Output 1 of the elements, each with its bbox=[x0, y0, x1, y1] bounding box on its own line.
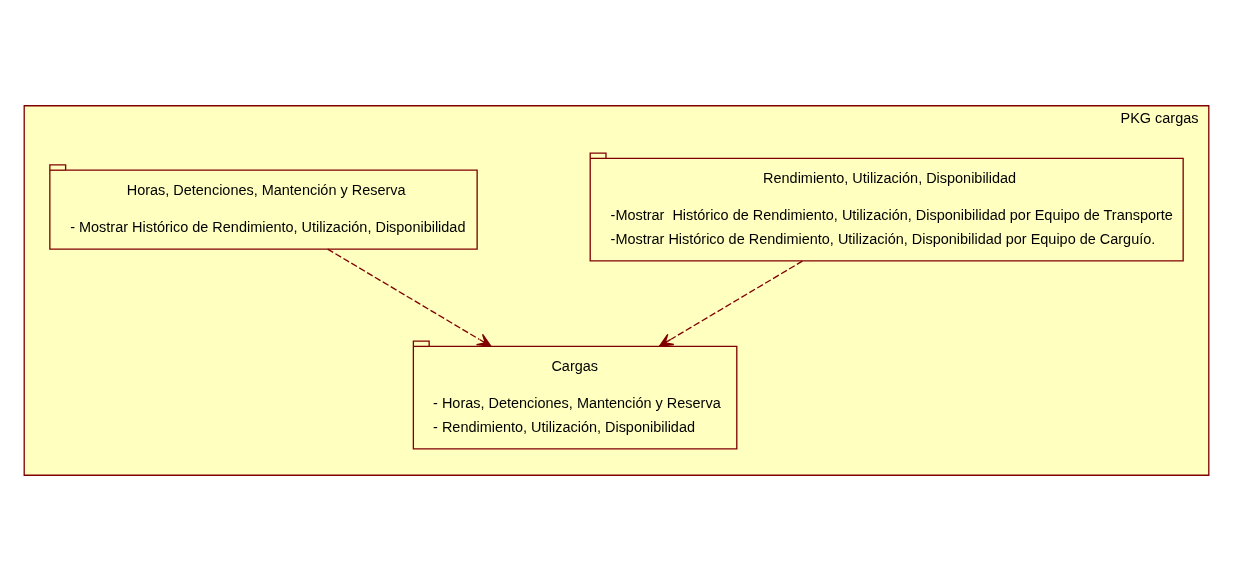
arrow bbox=[658, 260, 803, 347]
